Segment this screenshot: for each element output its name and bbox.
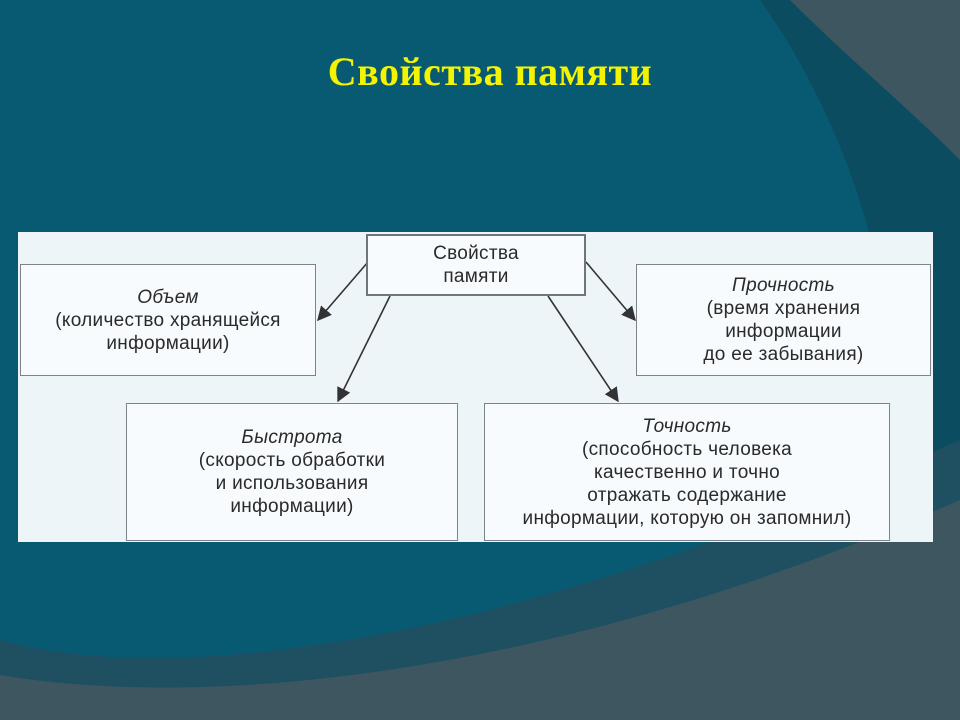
arrow-to-accuracy	[547, 295, 619, 403]
node-heading: Прочность	[732, 275, 835, 296]
node-heading: Точность	[642, 415, 732, 437]
node-accuracy: Точность (способность человека качествен…	[484, 403, 890, 541]
node-line: (время хранения	[706, 298, 861, 319]
node-speed: Быстрота (скорость обработки и использов…	[126, 403, 458, 541]
arrow-to-strength	[585, 261, 636, 322]
arrow-to-volume	[317, 261, 369, 322]
node-line: до ее забывания)	[703, 344, 864, 365]
node-line: и использования	[215, 473, 369, 494]
node-line: (способность человека	[581, 438, 793, 460]
node-heading: Объем	[137, 286, 199, 308]
root-node: Свойства памяти	[366, 234, 586, 296]
root-line-1: Свойства	[433, 243, 519, 264]
arrow-to-speed	[337, 295, 391, 403]
node-line: (скорость обработки	[198, 450, 386, 471]
node-line: информации	[725, 321, 842, 342]
node-line: (количество хранящейся	[55, 309, 281, 331]
node-line: отражать содержание	[587, 484, 787, 506]
node-line: информации)	[230, 496, 354, 517]
root-line-2: памяти	[443, 266, 509, 287]
node-line: информации)	[106, 332, 230, 354]
slide-title: Свойства памяти	[327, 49, 653, 94]
node-line: информации, которую он запомнил)	[522, 507, 852, 529]
diagram-arrows	[317, 261, 636, 403]
node-strength: Прочность (время хранения информации до …	[636, 264, 931, 376]
node-volume: Объем (количество хранящейся информации)	[20, 264, 316, 376]
node-heading: Быстрота	[241, 427, 343, 448]
node-line: качественно и точно	[593, 461, 780, 483]
diagram-panel: Свойства памяти Объем (количество хранящ…	[18, 232, 933, 542]
